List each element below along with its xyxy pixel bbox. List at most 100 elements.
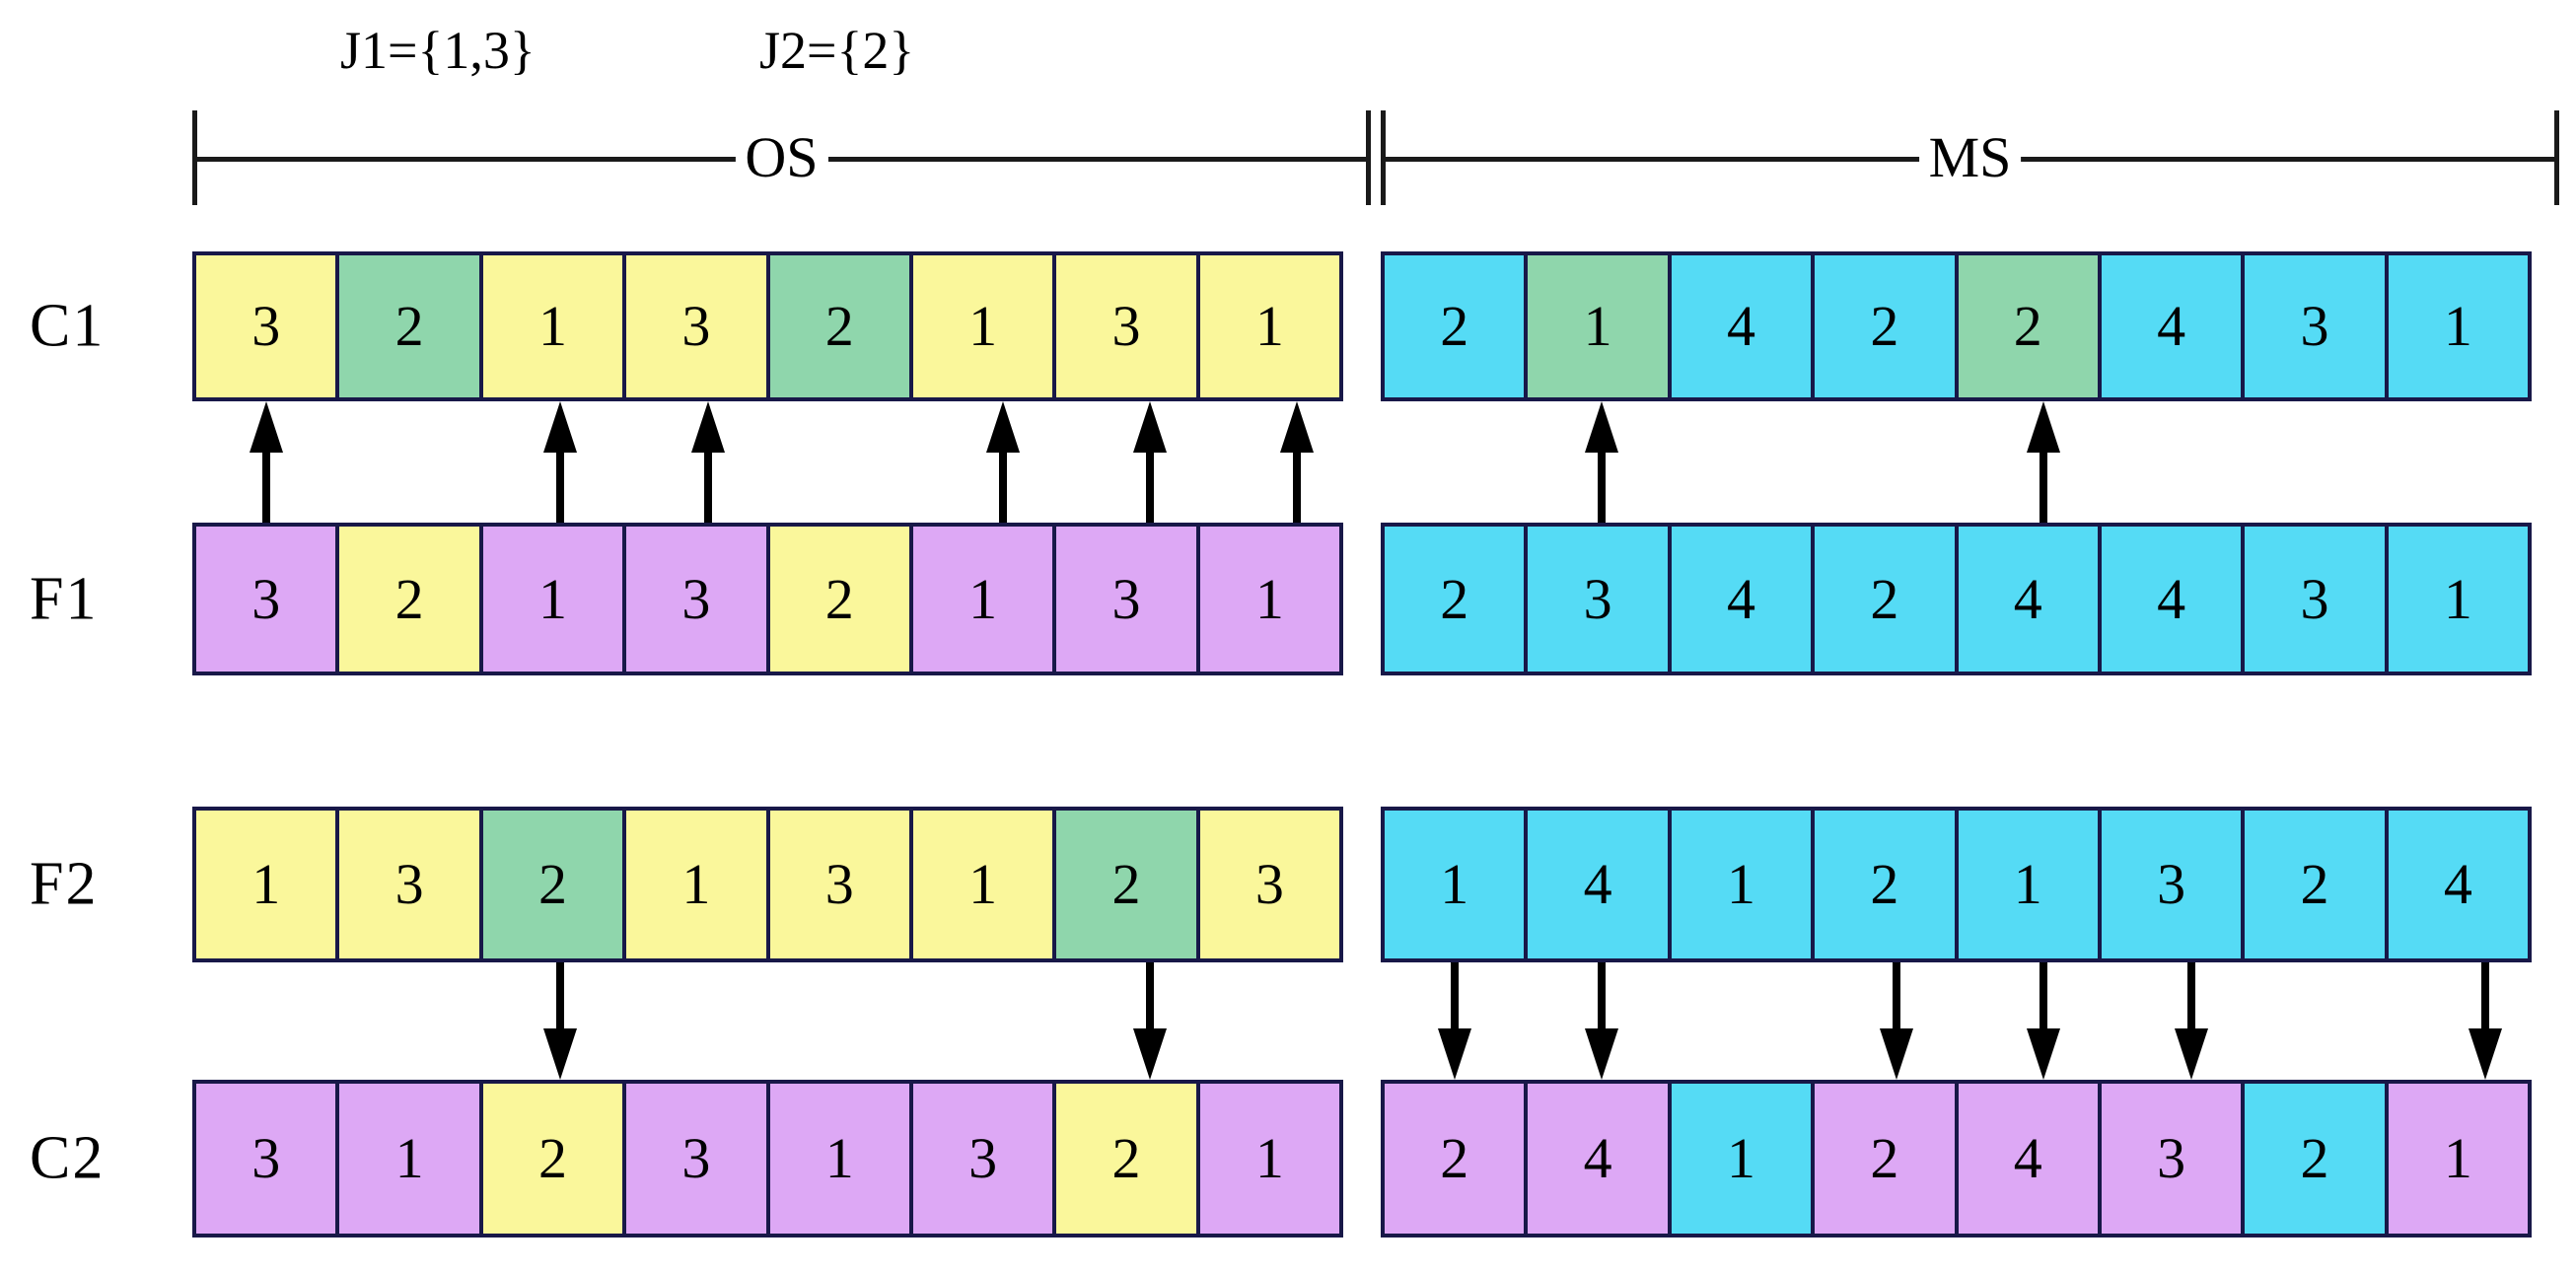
gene-cell-c2-ms-8[interactable]: 1 <box>2384 1080 2532 1238</box>
transfer-arrow-up-ms-5 <box>2027 401 2061 523</box>
gene-cell-c1-os-5[interactable]: 2 <box>765 251 913 401</box>
gene-cell-c2-ms-3[interactable]: 1 <box>1667 1080 1816 1238</box>
row-label-f1: F1 <box>30 565 99 632</box>
gene-cell-f2-os-6[interactable]: 1 <box>908 807 1057 962</box>
transfer-arrow-down-ms-2 <box>1585 962 1619 1080</box>
arrow-shaft <box>998 447 1007 523</box>
transfer-arrow-down-ms-6 <box>2174 962 2208 1080</box>
arrow-shaft <box>556 962 565 1034</box>
gene-cell-c1-os-1[interactable]: 3 <box>192 251 340 401</box>
gene-cell-f1-ms-7[interactable]: 3 <box>2241 523 2389 675</box>
gene-cell-c2-os-7[interactable]: 2 <box>1052 1080 1200 1238</box>
arrow-shaft <box>1598 447 1607 523</box>
gene-cell-f2-os-1[interactable]: 1 <box>192 807 340 962</box>
gene-cell-c2-ms-1[interactable]: 2 <box>1381 1080 1529 1238</box>
arrow-shaft <box>703 447 712 523</box>
gene-cell-f2-ms-6[interactable]: 3 <box>2097 807 2246 962</box>
arrowhead-icon <box>249 401 283 453</box>
gene-cell-c1-ms-5[interactable]: 2 <box>1954 251 2102 401</box>
transfer-arrow-up-os-6 <box>985 401 1020 523</box>
arrow-shaft <box>1145 962 1154 1034</box>
gene-cell-f2-ms-4[interactable]: 2 <box>1811 807 1959 962</box>
gene-cell-f2-ms-1[interactable]: 1 <box>1381 807 1529 962</box>
gene-cell-c1-ms-1[interactable]: 2 <box>1381 251 1529 401</box>
arrowhead-icon <box>1585 1028 1619 1080</box>
gene-cell-c2-ms-4[interactable]: 2 <box>1811 1080 1959 1238</box>
gene-cell-c1-ms-7[interactable]: 3 <box>2241 251 2389 401</box>
gene-cell-c1-ms-3[interactable]: 4 <box>1667 251 1816 401</box>
gene-cell-f1-ms-8[interactable]: 1 <box>2384 523 2532 675</box>
arrow-shaft <box>261 447 270 523</box>
gene-cell-c1-os-7[interactable]: 3 <box>1052 251 1200 401</box>
gene-cell-c2-os-8[interactable]: 1 <box>1195 1080 1343 1238</box>
gene-cell-f1-os-1[interactable]: 3 <box>192 523 340 675</box>
arrow-shaft <box>1145 447 1154 523</box>
gene-cell-c1-os-3[interactable]: 1 <box>478 251 627 401</box>
gene-cell-f1-ms-6[interactable]: 4 <box>2097 523 2246 675</box>
row-label-f2: F2 <box>30 850 99 918</box>
gene-cell-c2-os-4[interactable]: 3 <box>622 1080 770 1238</box>
gene-cell-f1-os-7[interactable]: 3 <box>1052 523 1200 675</box>
gene-cell-f1-os-4[interactable]: 3 <box>622 523 770 675</box>
gene-cell-c2-os-6[interactable]: 3 <box>908 1080 1057 1238</box>
transfer-arrow-down-ms-1 <box>1437 962 1471 1080</box>
gene-cell-c2-os-3[interactable]: 2 <box>478 1080 627 1238</box>
gene-cell-f2-ms-5[interactable]: 1 <box>1954 807 2102 962</box>
gene-cell-c1-os-8[interactable]: 1 <box>1195 251 1343 401</box>
transfer-arrow-up-os-4 <box>690 401 725 523</box>
gene-cell-f2-ms-3[interactable]: 1 <box>1667 807 1816 962</box>
arrow-shaft <box>2039 447 2048 523</box>
gene-cell-c2-ms-2[interactable]: 4 <box>1524 1080 1672 1238</box>
gene-cell-c2-os-1[interactable]: 3 <box>192 1080 340 1238</box>
gene-cell-f1-os-8[interactable]: 1 <box>1195 523 1343 675</box>
arrowhead-icon <box>543 401 578 453</box>
section-bracket-ms: MS <box>1381 110 2559 205</box>
arrowhead-icon <box>2027 1028 2061 1080</box>
gene-cell-f1-ms-4[interactable]: 2 <box>1811 523 1959 675</box>
gene-cell-c2-os-2[interactable]: 1 <box>335 1080 483 1238</box>
gene-cell-c2-ms-7[interactable]: 2 <box>2241 1080 2389 1238</box>
gene-cell-c1-ms-6[interactable]: 4 <box>2097 251 2246 401</box>
arrow-shaft <box>556 447 565 523</box>
gene-cell-f2-ms-7[interactable]: 2 <box>2241 807 2389 962</box>
gene-cell-c1-os-2[interactable]: 2 <box>335 251 483 401</box>
gene-cell-f1-os-2[interactable]: 2 <box>335 523 483 675</box>
transfer-arrow-up-ms-2 <box>1585 401 1619 523</box>
arrow-shaft <box>2039 962 2048 1034</box>
gene-cell-f1-os-3[interactable]: 1 <box>478 523 627 675</box>
gene-cell-c1-ms-2[interactable]: 1 <box>1524 251 1672 401</box>
arrow-shaft <box>1293 447 1302 523</box>
gene-cell-c2-ms-6[interactable]: 3 <box>2097 1080 2246 1238</box>
gene-cell-f2-os-3[interactable]: 2 <box>478 807 627 962</box>
gene-cell-f1-os-5[interactable]: 2 <box>765 523 913 675</box>
arrowhead-icon <box>2469 1028 2503 1080</box>
gene-cell-f1-ms-5[interactable]: 4 <box>1954 523 2102 675</box>
section-bracket-os: OS <box>192 110 1371 205</box>
arrowhead-icon <box>985 401 1020 453</box>
gene-cell-f2-os-8[interactable]: 3 <box>1195 807 1343 962</box>
gene-cell-c1-os-4[interactable]: 3 <box>622 251 770 401</box>
gene-cell-f2-os-7[interactable]: 2 <box>1052 807 1200 962</box>
gene-cell-f1-os-6[interactable]: 1 <box>908 523 1057 675</box>
gene-cell-f2-ms-8[interactable]: 4 <box>2384 807 2532 962</box>
gene-cell-f2-os-2[interactable]: 3 <box>335 807 483 962</box>
gene-cell-f2-ms-2[interactable]: 4 <box>1524 807 1672 962</box>
gene-cell-c1-os-6[interactable]: 1 <box>908 251 1057 401</box>
gene-cell-f1-ms-3[interactable]: 4 <box>1667 523 1816 675</box>
gene-cell-c1-ms-8[interactable]: 1 <box>2384 251 2532 401</box>
gene-cell-f1-ms-1[interactable]: 2 <box>1381 523 1529 675</box>
gene-cell-f1-ms-2[interactable]: 3 <box>1524 523 1672 675</box>
arrowhead-icon <box>2027 401 2061 453</box>
transfer-arrow-down-os-3 <box>543 962 578 1080</box>
gene-cell-c2-os-5[interactable]: 1 <box>765 1080 913 1238</box>
arrow-shaft <box>2186 962 2195 1034</box>
transfer-arrow-down-os-7 <box>1132 962 1167 1080</box>
gene-cell-c1-ms-4[interactable]: 2 <box>1811 251 1959 401</box>
gene-cell-c2-ms-5[interactable]: 4 <box>1954 1080 2102 1238</box>
transfer-arrow-down-ms-5 <box>2027 962 2061 1080</box>
arrowhead-icon <box>1132 1028 1167 1080</box>
gene-cell-f2-os-5[interactable]: 3 <box>765 807 913 962</box>
gene-cell-f2-os-4[interactable]: 1 <box>622 807 770 962</box>
